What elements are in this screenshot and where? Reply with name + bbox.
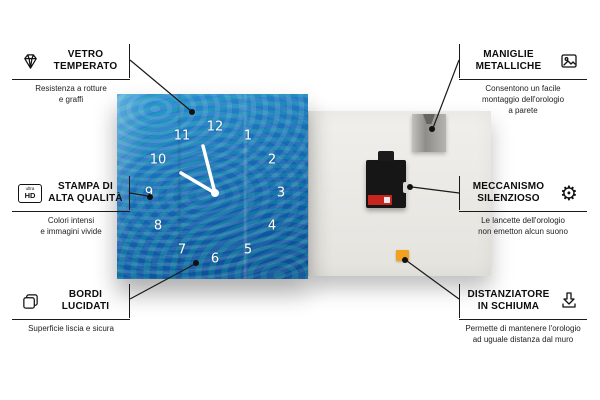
callout-title: DISTANZIATORE IN SCHIUMA [467, 288, 550, 313]
divider [459, 319, 587, 320]
battery [368, 195, 392, 205]
callout-maniglie-metalliche: MANIGLIE METALLICHE Consentono un facile… [459, 44, 587, 117]
down-arrow-icon [557, 291, 581, 311]
clock-number-7: 7 [177, 242, 187, 258]
clock-hands [179, 144, 219, 197]
clock-number-2: 2 [267, 152, 277, 168]
callout-stampa-alta-qualita: ultra HD STAMPA DI ALTA QUALITÀ Colori i… [12, 176, 130, 237]
mechanism-hanger-tab [378, 151, 394, 161]
callout-vetro-temperato: VETRO TEMPERATO Resistenza a rotture e g… [12, 44, 130, 105]
callout-head: MECCANISMO SILENZIOSO ⚙ [459, 176, 587, 210]
foam-spacer [396, 250, 409, 261]
clock-front-panel: 12 1 2 3 4 5 6 7 8 9 10 11 [117, 94, 308, 279]
clock-number-3: 3 [276, 185, 286, 201]
clock-number-5: 5 [243, 242, 253, 258]
callout-description: Colori intensi e immagini vivide [40, 216, 102, 237]
callout-meccanismo-silenzioso: MECCANISMO SILENZIOSO ⚙ Le lancette dell… [459, 176, 587, 237]
divider [12, 79, 130, 80]
clock-number-12: 12 [206, 119, 224, 135]
callout-distanziatore-schiuma: DISTANZIATORE IN SCHIUMA Permette di man… [459, 284, 587, 345]
ultra-hd-label-bottom: HD [24, 190, 36, 200]
callout-bordi-lucidati: BORDI LUCIDATI Superficie liscia e sicur… [12, 284, 130, 334]
callout-head: ultra HD STAMPA DI ALTA QUALITÀ [12, 176, 130, 210]
clock-number-9: 9 [144, 185, 154, 201]
clock-number-8: 8 [153, 218, 163, 234]
clock-mechanism [366, 151, 409, 208]
callout-description: Consentono un facile montaggio dell'orol… [481, 84, 565, 116]
callout-title: STAMPA DI ALTA QUALITÀ [48, 180, 123, 205]
diamond-icon [18, 52, 42, 71]
product-image: 12 1 2 3 4 5 6 7 8 9 10 11 [117, 94, 491, 280]
hanger-slot [423, 114, 435, 124]
callout-head: MANIGLIE METALLICHE [459, 44, 587, 78]
clock-number-11: 11 [173, 128, 191, 144]
callout-description: Le lancette dell'orologio non emetton al… [478, 216, 568, 237]
callout-title: MECCANISMO SILENZIOSO [472, 180, 545, 205]
callout-description: Resistenza a rotture e graffi [35, 84, 107, 105]
divider [459, 211, 587, 212]
ultra-hd-icon: ultra HD [18, 183, 42, 203]
callout-head: VETRO TEMPERATO [12, 44, 130, 78]
divider [459, 79, 587, 80]
gear-glyph: ⚙ [560, 181, 578, 205]
callout-title: BORDI LUCIDATI [61, 288, 110, 313]
divider [12, 319, 130, 320]
metal-hanger-plate [412, 114, 446, 152]
ultra-hd-label-top: ultra [25, 186, 35, 191]
picture-icon [557, 51, 581, 71]
callout-description: Permette di mantenere l'orologio ad ugua… [465, 324, 581, 345]
callout-description: Superficie liscia e sicura [28, 324, 114, 333]
callout-title: MANIGLIE METALLICHE [475, 48, 542, 73]
clock-number-10: 10 [149, 152, 167, 168]
callout-head: BORDI LUCIDATI [12, 284, 130, 318]
clock-number-6: 6 [210, 251, 220, 267]
divider [12, 211, 130, 212]
time-set-knob [403, 182, 409, 193]
clock-number-1: 1 [243, 128, 253, 144]
layers-icon [18, 292, 42, 311]
callout-head: DISTANZIATORE IN SCHIUMA [459, 284, 587, 318]
clock-number-4: 4 [267, 218, 277, 234]
callout-title: VETRO TEMPERATO [53, 48, 118, 73]
gear-icon: ⚙ [557, 183, 581, 203]
